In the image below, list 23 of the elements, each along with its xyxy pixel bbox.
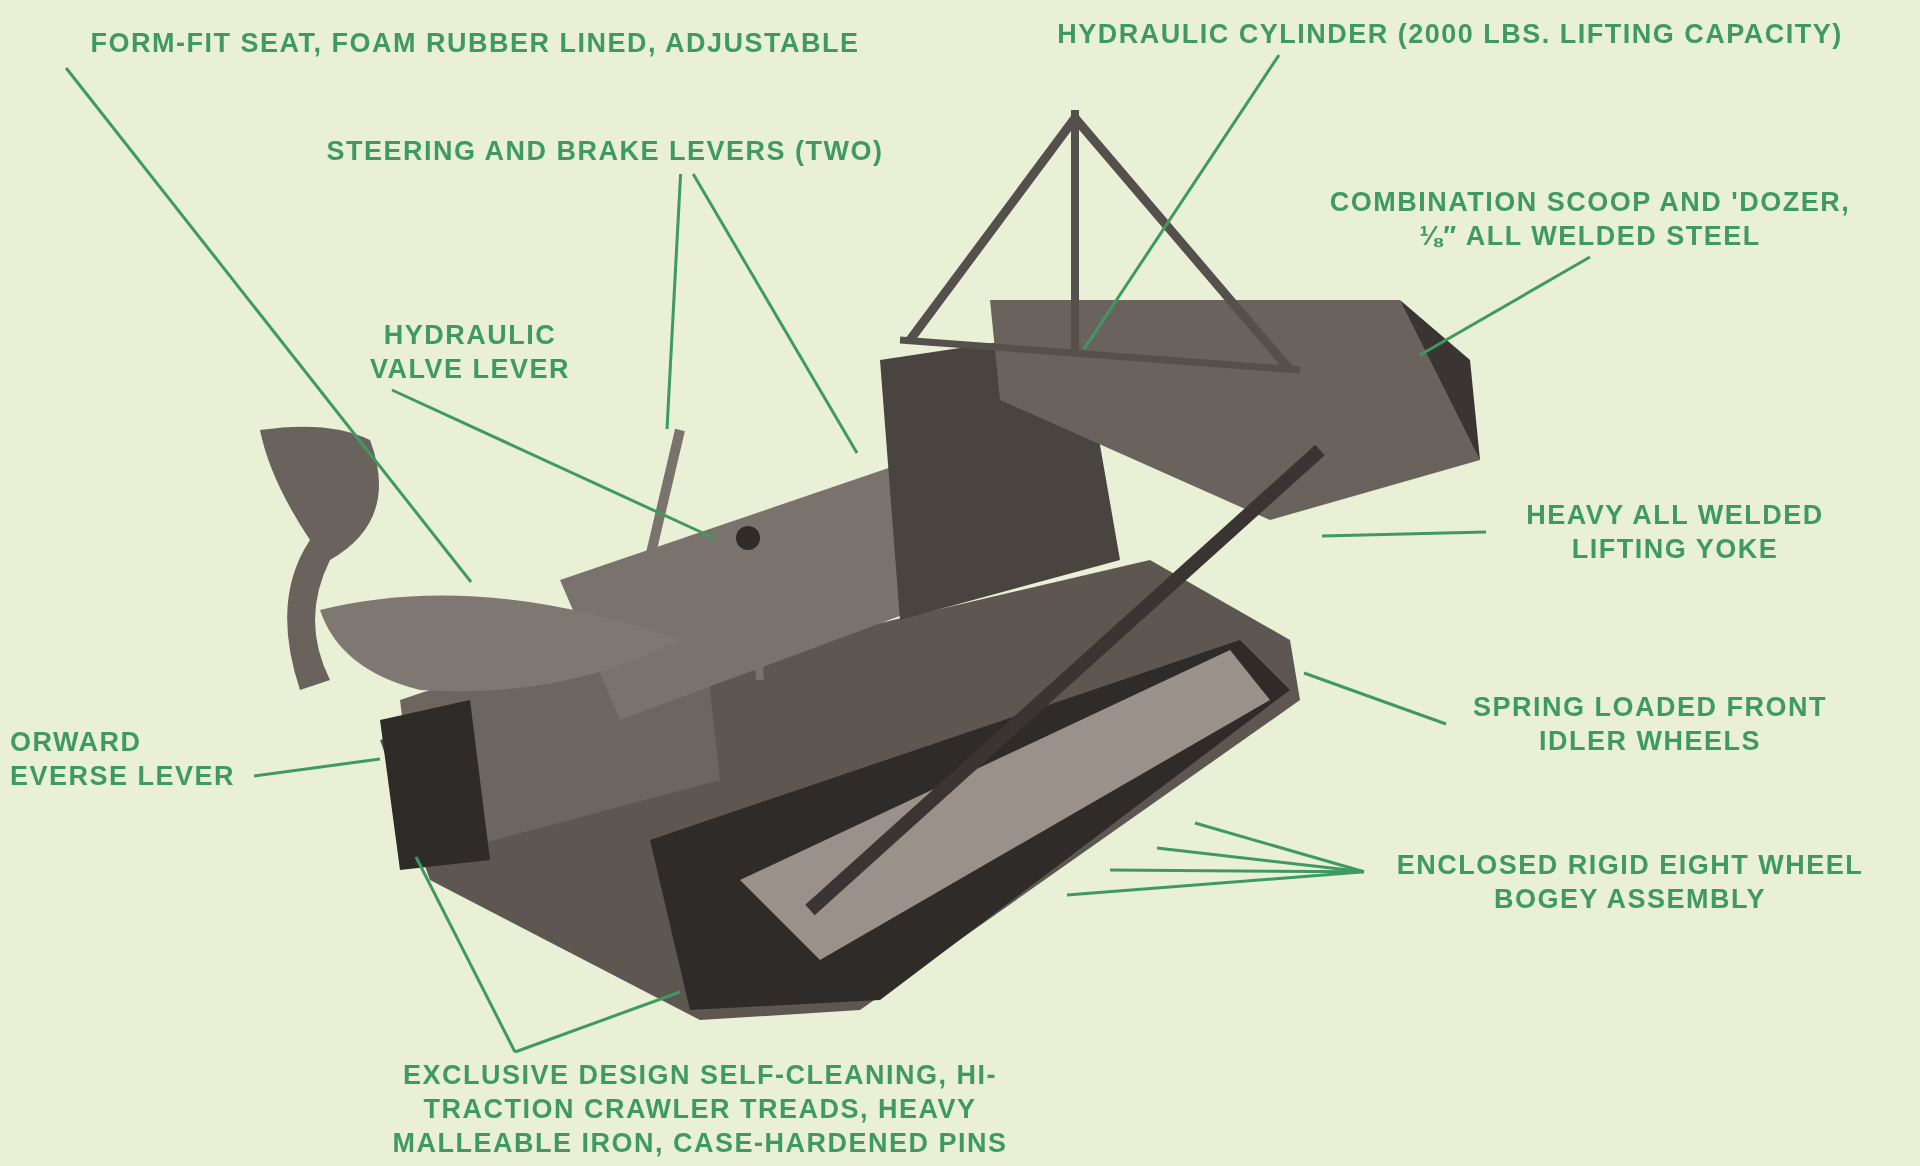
leader-line <box>691 173 859 454</box>
callout-label: HYDRAULIC CYLINDER (2000 LBS. LIFTING CAPACITY) <box>1000 17 1900 51</box>
leader-line <box>1321 530 1487 538</box>
leader-line <box>1082 54 1281 350</box>
callout-label: ORWARD EVERSE LEVER <box>10 725 250 793</box>
callout-label: COMBINATION SCOOP AND 'DOZER, ⅛″ ALL WELDED STEEL <box>1310 185 1870 253</box>
leader-line <box>253 757 381 778</box>
leader-line <box>1066 870 1365 897</box>
leader-line <box>64 67 473 583</box>
callout-label: HYDRAULIC VALVE LEVER <box>340 318 600 386</box>
leader-line <box>414 856 517 1053</box>
leader-line <box>391 388 717 541</box>
callout-label: STEERING AND BRAKE LEVERS (TWO) <box>290 134 920 168</box>
leader-line <box>1303 671 1447 726</box>
callout-label: EXCLUSIVE DESIGN SELF-CLEANING, HI-TRACTION CRAWLER TREADS, HEAVY MALLEABLE IRON, CASE-HARDENED PINS <box>330 1058 1070 1160</box>
callout-label: FORM-FIT SEAT, FOAM RUBBER LINED, ADJUSTABLE <box>40 26 910 60</box>
leader-line <box>665 173 683 430</box>
callout-label: SPRING LOADED FRONT IDLER WHEELS <box>1450 690 1850 758</box>
leader-line <box>1419 255 1591 357</box>
callout-label: HEAVY ALL WELDED LIFTING YOKE <box>1490 498 1860 566</box>
leader-line <box>1110 868 1364 874</box>
leader-line <box>514 990 681 1054</box>
callout-label: ENCLOSED RIGID EIGHT WHEEL BOGEY ASSEMBLY <box>1370 848 1890 916</box>
